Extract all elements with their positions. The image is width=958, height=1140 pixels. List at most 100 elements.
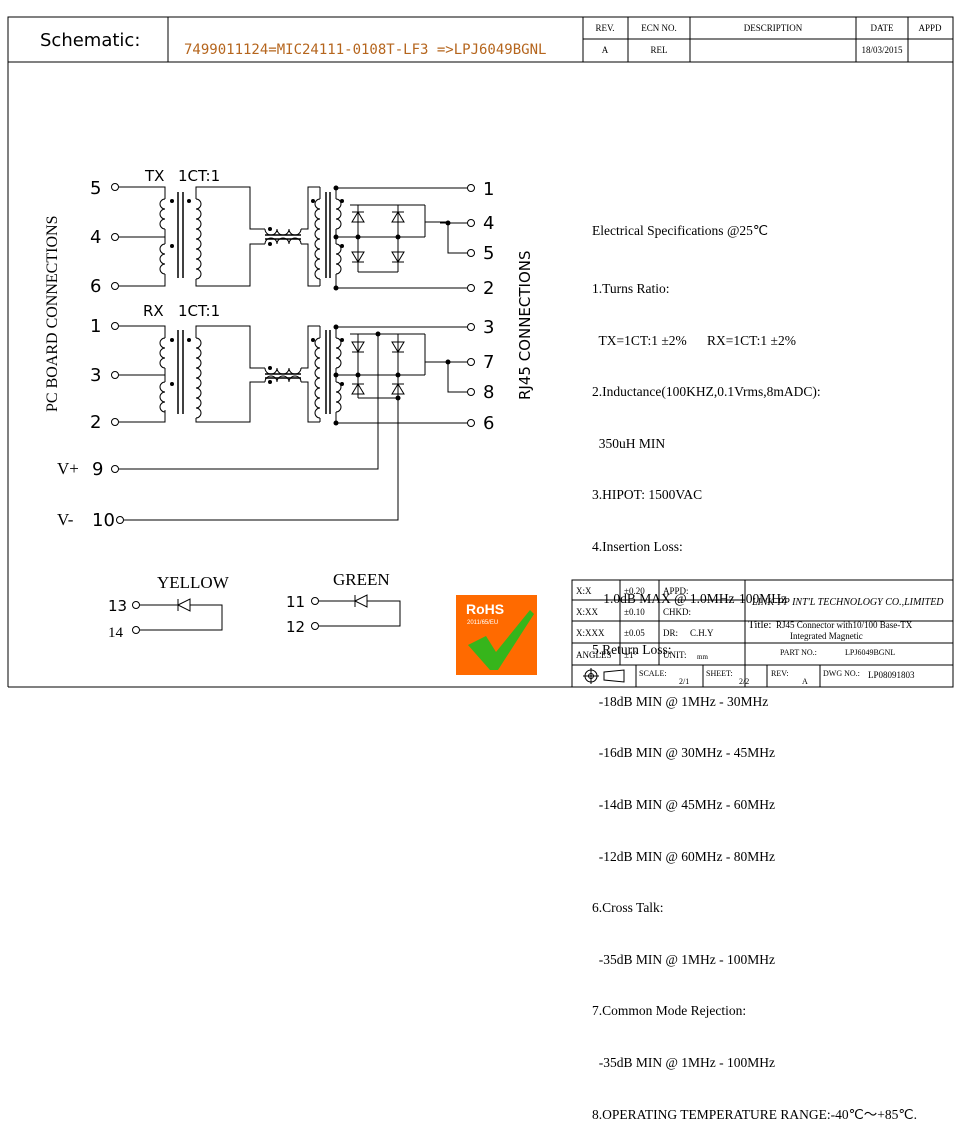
pin-2-label: 2 xyxy=(90,412,101,433)
rohs-subtitle: 2011/65/EU xyxy=(467,620,498,626)
rj-pin-3-label: 3 xyxy=(483,317,494,338)
spec-line: 350uH MIN xyxy=(592,435,666,451)
rev-label: REV: xyxy=(771,669,789,678)
tx-ratio: 1CT:1 xyxy=(178,167,220,185)
dwg-label: DWG NO.: xyxy=(823,669,860,678)
tol-value-0: ±0.20 xyxy=(624,586,645,596)
tol-label-0: X:X xyxy=(576,586,592,596)
rj-pin-6-label: 6 xyxy=(483,413,494,434)
rohs-logo: RoHS 2011/65/EU xyxy=(456,595,537,675)
tol-field-3: UNIT: xyxy=(663,650,687,660)
circuit-wiring xyxy=(111,183,475,524)
date-value: 18/03/2015 xyxy=(861,45,903,55)
tol-label-2: X:XXX xyxy=(576,628,605,638)
projection-icon xyxy=(583,668,625,684)
spec-line: -12dB MIN @ 60MHz - 80MHz xyxy=(592,848,776,864)
spec-line: 5.Return Loss: xyxy=(592,642,672,658)
rj-pin-7-label: 7 xyxy=(483,352,494,373)
rohs-check-icon xyxy=(468,610,534,670)
part-change-text: 7499011124=MIC24111-0108T-LF3 =>LPJ6049B… xyxy=(184,42,546,58)
led-pin-13: 13 xyxy=(108,597,127,615)
schematic-drawing: Schematic: 7499011124=MIC24111-0108T-LF3… xyxy=(7,16,954,688)
led-pin-11: 11 xyxy=(286,593,305,611)
spec-line: 2.Inductance(100KHZ,0.1Vrms,8mADC): xyxy=(592,384,821,400)
company-name: LINK-PP INT'L TECHNOLOGY CO.,LIMITED xyxy=(751,597,944,608)
part-no-value: LPJ6049BGNL xyxy=(845,648,895,657)
spec-line: 7.Common Mode Rejection: xyxy=(592,1003,747,1019)
tol-value-2: ±0.05 xyxy=(624,628,645,638)
spec-line: -18dB MIN @ 1MHz - 30MHz xyxy=(592,693,769,709)
vplus-label: V+ xyxy=(57,459,79,478)
dwg-value: LP08091803 xyxy=(868,670,915,680)
title-line-2: Integrated Magnetic xyxy=(790,631,863,641)
diode-array xyxy=(351,211,405,395)
rev-table: REV. ECN NO. DESCRIPTION DATE APPD A REL… xyxy=(595,23,942,55)
rj-pin-1-label: 1 xyxy=(483,179,494,200)
vminus-label: V- xyxy=(57,510,74,529)
spec-line: 3.HIPOT: 1500VAC xyxy=(592,487,703,503)
tol-label-3: ANGLES xyxy=(576,650,612,660)
title-block xyxy=(571,579,954,688)
ecn-header: ECN NO. xyxy=(641,23,677,33)
tol-field-0: APPD: xyxy=(663,586,689,596)
sheet-value: 2/2 xyxy=(739,677,749,686)
ecn-value: REL xyxy=(651,45,668,55)
unit-value: mm xyxy=(697,653,708,661)
electrical-specifications: Electrical Specifications @25℃ 1.Turns R… xyxy=(592,188,917,1140)
rx-ratio: 1CT:1 xyxy=(178,302,220,320)
rev-value: A xyxy=(602,45,609,55)
tol-value-3: ±1° xyxy=(624,650,637,660)
description-header: DESCRIPTION xyxy=(744,23,803,33)
rj-pin-8-label: 8 xyxy=(483,382,494,403)
rev-header: REV. xyxy=(595,23,614,33)
pc-board-label: PC BOARD CONNECTIONS xyxy=(44,216,61,412)
tol-field-1: CHKD: xyxy=(663,607,691,617)
tx-label: TX xyxy=(144,167,164,185)
part-no-label: PART NO.: xyxy=(780,648,817,657)
scale-label: SCALE: xyxy=(639,669,667,678)
pin-10-label: 10 xyxy=(92,510,115,531)
tol-field-2: DR: xyxy=(663,628,678,638)
spec-line: TX=1CT:1 ±2% RX=1CT:1 ±2% xyxy=(592,332,796,348)
schematic-label: Schematic: xyxy=(40,30,140,51)
spec-line: -35dB MIN @ 1MHz - 100MHz xyxy=(592,1054,776,1070)
pin-3-label: 3 xyxy=(90,365,101,386)
rx-label: RX xyxy=(143,302,164,320)
green-label: GREEN xyxy=(333,570,390,589)
yellow-label: YELLOW xyxy=(157,573,230,592)
pin-4-label: 4 xyxy=(90,227,101,248)
pin-9-label: 9 xyxy=(92,459,103,480)
rj-pin-5-label: 5 xyxy=(483,243,494,264)
rev-value-block: A xyxy=(802,677,808,686)
pin-6-label: 6 xyxy=(90,276,101,297)
spec-line: 6.Cross Talk: xyxy=(592,900,664,916)
spec-line: 8.OPERATING TEMPERATURE RANGE:-40℃～+85℃. xyxy=(592,1106,917,1122)
junction-dots xyxy=(170,185,451,426)
drawn-by-value: C.H.Y xyxy=(690,628,714,638)
tolerance-table: X:X ±0.20 APPD: X:XX ±0.10 CHKD: X:XXX ±… xyxy=(576,586,714,661)
title-line-1: RJ45 Connector with10/100 Base-TX xyxy=(776,620,913,630)
rj-pin-4-label: 4 xyxy=(483,213,494,234)
sheet-label: SHEET: xyxy=(706,669,733,678)
title-label: Title: xyxy=(748,619,771,631)
scale-value: 2/1 xyxy=(679,677,689,686)
tol-value-1: ±0.10 xyxy=(624,607,645,617)
pin-1-label: 1 xyxy=(90,316,101,337)
pin-5-label: 5 xyxy=(90,178,101,199)
left-pins: 5 4 6 1 3 2 9 10 xyxy=(90,178,115,531)
rohs-title: RoHS xyxy=(466,601,504,617)
rj45-label: RJ45 CONNECTIONS xyxy=(516,250,534,400)
rj-pin-2-label: 2 xyxy=(483,278,494,299)
spec-line: -16dB MIN @ 30MHz - 45MHz xyxy=(592,745,776,761)
spec-line: -35dB MIN @ 1MHz - 100MHz xyxy=(592,951,776,967)
date-header: DATE xyxy=(871,23,894,33)
right-pins: 1 4 5 2 3 7 8 6 xyxy=(483,179,494,434)
spec-line: -14dB MIN @ 45MHz - 60MHz xyxy=(592,796,776,812)
led-pin-14: 14 xyxy=(108,625,124,641)
spec-line: 1.Turns Ratio: xyxy=(592,281,670,296)
spec-title: Electrical Specifications @25℃ xyxy=(592,223,769,239)
led-circuits xyxy=(132,594,401,634)
appd-header: APPD xyxy=(918,23,942,33)
tol-label-1: X:XX xyxy=(576,607,598,617)
spec-line: -1.0dB MAX @ 1.0MHz-100MHz xyxy=(592,590,788,606)
